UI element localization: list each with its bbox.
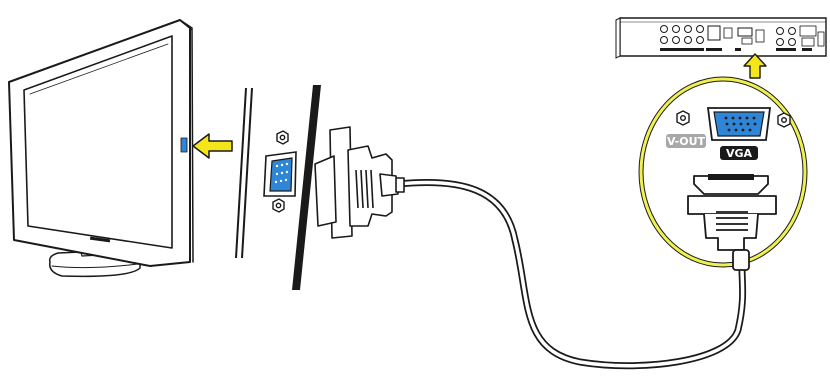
screw-icon: [276, 130, 289, 145]
vout-label-text: V-OUT: [667, 135, 706, 148]
yellow-arrow-icon: [743, 53, 767, 79]
vga-port-icon: [706, 107, 772, 141]
vga-plug-icon: [314, 126, 405, 239]
screw-icon: [272, 198, 285, 213]
vout-label: V-OUT: [666, 134, 706, 148]
yellow-arrow-icon: [192, 133, 233, 159]
monitor-icon: [8, 19, 194, 278]
vga-plug-icon: [687, 174, 777, 271]
panel-plates: [235, 85, 321, 290]
screw-icon: [676, 110, 690, 126]
dvr-rear-panel-icon: [615, 17, 827, 59]
vga-label-text: VGA: [726, 147, 753, 160]
vga-cable: [394, 178, 747, 370]
vga-label: VGA: [720, 146, 758, 160]
screw-icon: [777, 112, 791, 128]
vga-port-icon: [263, 151, 297, 197]
